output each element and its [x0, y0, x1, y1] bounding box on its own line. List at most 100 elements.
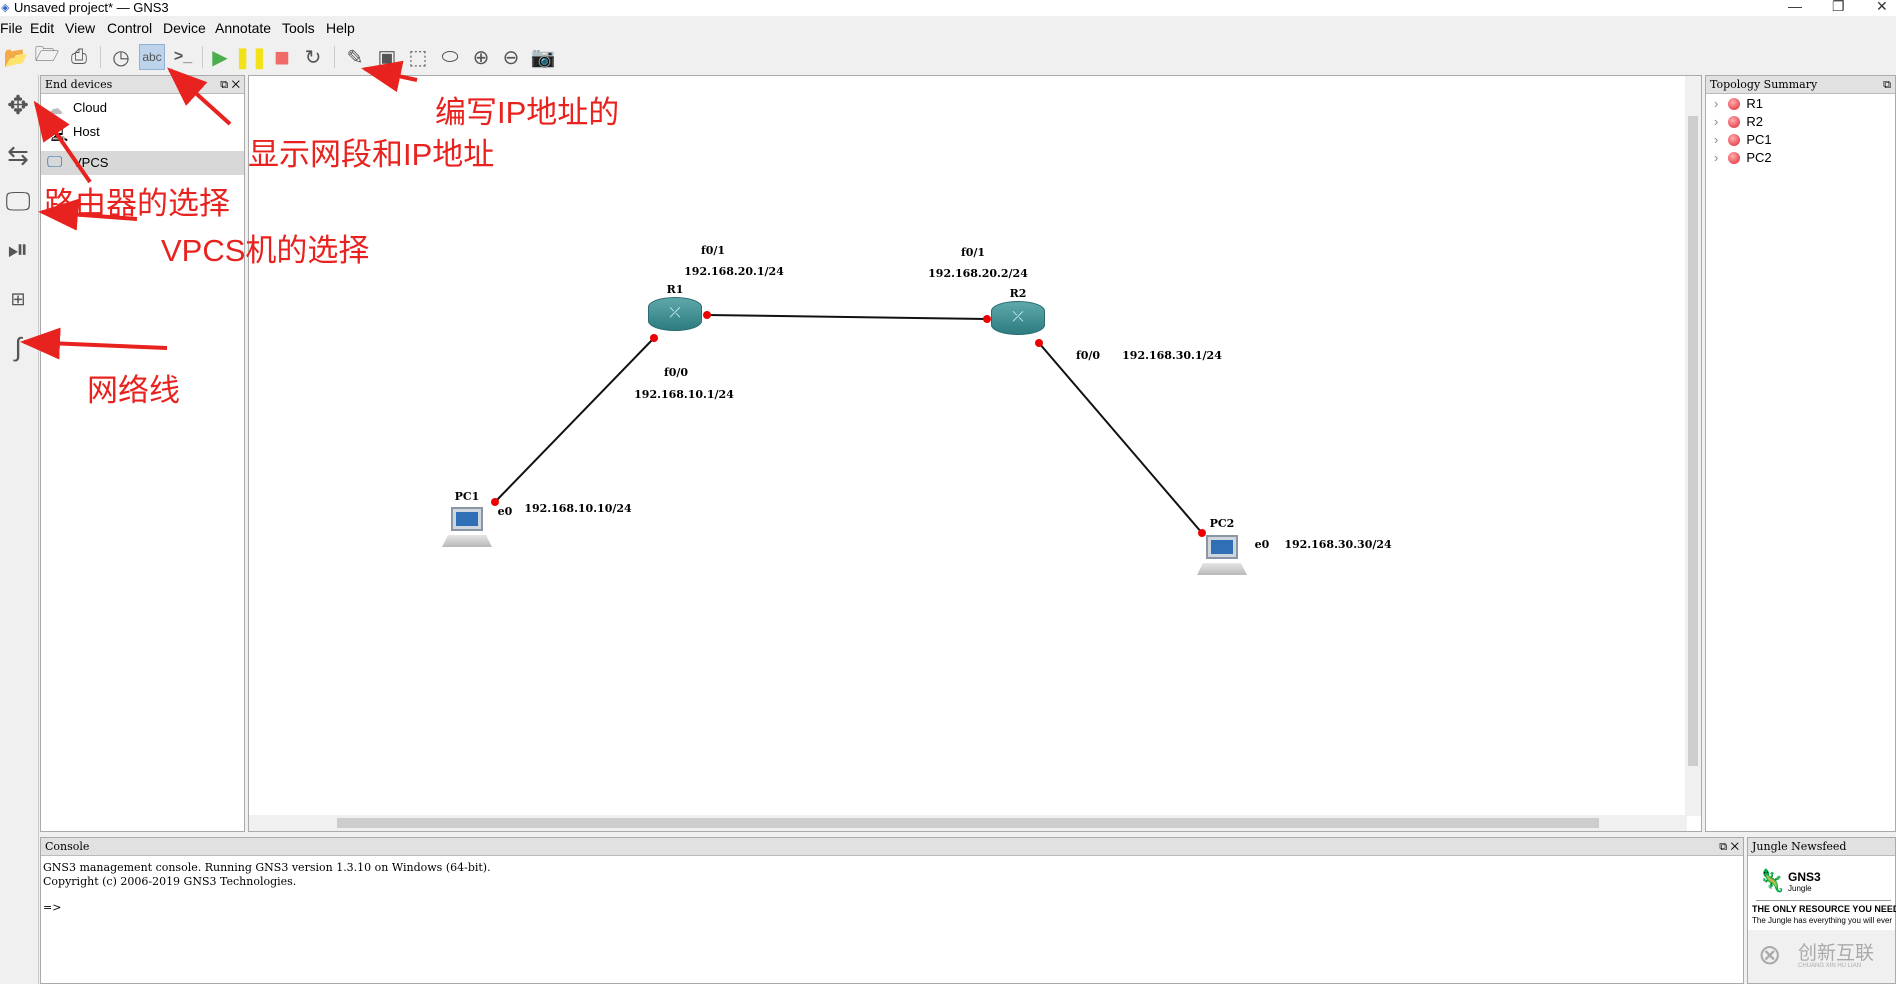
interface-label: e0 [1254, 538, 1270, 551]
interface-label: f0/0 [1075, 349, 1101, 362]
port-r2-f01 [983, 315, 991, 323]
reload-icon[interactable]: ↻ [304, 46, 322, 69]
pc-pc1[interactable] [442, 507, 492, 553]
menu-control[interactable]: Control [107, 20, 153, 36]
item-label: R1 [1746, 96, 1763, 111]
annotation-vpcs: VPCS机的选择 [161, 233, 370, 268]
node-label-r2: R2 [1009, 287, 1027, 300]
status-icon [1728, 152, 1741, 164]
status-icon [1728, 134, 1741, 146]
ip-label: 192.168.20.1/24 [684, 265, 784, 278]
snapshot-clock-icon[interactable]: ◷ [112, 46, 130, 69]
ip-label: 192.168.10.1/24 [634, 388, 734, 401]
menu-edit[interactable]: Edit [30, 20, 55, 36]
stop-icon[interactable]: ■ [274, 41, 290, 72]
watermark: ⊗ 创新互联 CHUANG XIN HU LIAN [1748, 930, 1895, 983]
scrollbar-thumb[interactable] [1688, 116, 1698, 766]
float-icon[interactable]: ⧉ [1883, 78, 1891, 91]
toolbar: 📂 🗁 ⎙ ◷ abc >_ ▶ ❚❚ ■ ↻ ✎ ▣ ⬚ ⬭ ⊕ ⊖ 📷 [0, 40, 1896, 72]
add-link-icon[interactable]: ∫ [14, 331, 22, 362]
switches-icon[interactable]: ⇆ [7, 139, 29, 170]
watermark-subtext: CHUANG XIN HU LIAN [1798, 963, 1862, 969]
item-label: PC1 [1746, 132, 1772, 147]
menu-tools[interactable]: Tools [282, 20, 315, 36]
panel-title: Jungle Newsfeed [1752, 840, 1847, 853]
logo-text: GNS3 [1788, 870, 1821, 884]
menu-file[interactable]: File [0, 20, 23, 36]
ellipse-icon[interactable]: ⬭ [441, 45, 459, 68]
topology-item-r1[interactable]: ›R1 [1714, 96, 1763, 111]
router-icon: ⤫ [669, 304, 681, 320]
port-r1-f00 [650, 334, 658, 342]
vertical-scrollbar[interactable] [1685, 76, 1701, 816]
add-note-icon[interactable]: ✎ [346, 46, 364, 69]
topology-canvas[interactable] [248, 75, 1702, 832]
open-project-icon[interactable]: 🗁 [34, 44, 60, 66]
zoom-in-icon[interactable]: ⊕ [472, 46, 490, 69]
status-icon [1728, 116, 1741, 128]
panel-header: Topology Summary ⧉ [1706, 76, 1895, 94]
topology-item-pc1[interactable]: ›PC1 [1714, 132, 1772, 147]
console-line: GNS3 management console. Running GNS3 ve… [43, 861, 491, 874]
console-panel: Console⧉ ✕ GNS3 management console. Runn… [40, 837, 1744, 984]
link-r2-pc2[interactable] [1038, 342, 1203, 534]
pause-icon[interactable]: ❚❚ [234, 46, 268, 69]
console-prompt: => [43, 901, 62, 914]
jungle-newsfeed-panel: Jungle Newsfeed 🦎 GNS3 Jungle THE ONLY R… [1747, 837, 1896, 984]
close-button[interactable]: ✕ [1876, 0, 1888, 14]
restore-button[interactable]: ❐ [1832, 0, 1845, 14]
menu-view[interactable]: View [65, 20, 96, 36]
pc-pc2[interactable] [1197, 535, 1247, 581]
end-devices-icon[interactable]: 🖵 [5, 186, 31, 216]
close-icon[interactable]: ⧉ ✕ [1719, 840, 1739, 853]
menu-annotate[interactable]: Annotate [215, 20, 272, 36]
annotation-cable: 网络线 [87, 373, 180, 408]
save-project-icon[interactable]: ⎙ [71, 45, 87, 68]
minimize-button[interactable]: — [1788, 0, 1802, 14]
screenshot-icon[interactable]: 📷 [530, 46, 556, 69]
ip-label: 192.168.10.10/24 [524, 502, 632, 515]
interface-label: f0/1 [960, 246, 986, 259]
horizontal-scrollbar[interactable] [249, 815, 1687, 831]
link-r1-r2[interactable] [706, 314, 988, 320]
router-r2[interactable]: ⤫ [991, 301, 1045, 335]
start-icon[interactable]: ▶ [212, 46, 228, 69]
routers-icon[interactable]: ✥ [7, 89, 29, 120]
console-output[interactable]: GNS3 management console. Running GNS3 ve… [41, 857, 1743, 983]
item-label: R2 [1746, 114, 1763, 129]
ip-label: 192.168.30.30/24 [1284, 538, 1392, 551]
rectangle-icon[interactable]: ⬚ [408, 46, 428, 69]
port-pc1-e0 [491, 498, 499, 506]
new-project-icon[interactable]: 📂 [3, 46, 29, 69]
all-devices-icon[interactable]: ⊞ [10, 288, 26, 309]
gns3-jungle-logo-icon: 🦎 [1758, 868, 1786, 893]
show-interface-labels-icon[interactable]: abc [139, 44, 165, 70]
menu-device[interactable]: Device [163, 20, 206, 36]
interface-label: f0/0 [663, 366, 689, 379]
link-r1-pc1[interactable] [494, 337, 655, 503]
router-r1[interactable]: ⤫ [648, 297, 702, 331]
computer-icon [451, 507, 483, 531]
title-bar: ◈ Unsaved project* — GNS3 — ❐ ✕ [0, 0, 1896, 16]
zoom-out-icon[interactable]: ⊖ [502, 46, 520, 69]
annotation-edit-ip: 编写IP地址的 [435, 95, 620, 130]
port-pc2-e0 [1198, 529, 1206, 537]
device-type-dock: ✥ ⇆ 🖵 ⏯ ⊞ ∫ [0, 75, 39, 984]
security-devices-icon[interactable]: ⏯ [7, 234, 29, 264]
panel-title: End devices [45, 78, 113, 91]
news-headline[interactable]: THE ONLY RESOURCE YOU NEED [1752, 904, 1896, 914]
interface-label: f0/1 [700, 244, 726, 257]
panel-header: Jungle Newsfeed [1748, 838, 1895, 856]
panel-title: Topology Summary [1710, 78, 1818, 91]
topology-item-pc2[interactable]: ›PC2 [1714, 150, 1772, 165]
logo-subtext: Jungle [1788, 884, 1812, 893]
topology-item-r2[interactable]: ›R2 [1714, 114, 1763, 129]
scrollbar-thumb[interactable] [337, 818, 1599, 828]
port-r2-f00 [1035, 339, 1043, 347]
panel-header: Console⧉ ✕ [41, 838, 1743, 856]
watermark-logo-icon: ⊗ [1758, 939, 1782, 970]
window-title: Unsaved project* — GNS3 [14, 0, 169, 15]
computer-icon [1206, 535, 1238, 559]
menu-help[interactable]: Help [326, 20, 355, 36]
console-icon[interactable]: >_ [173, 48, 193, 65]
